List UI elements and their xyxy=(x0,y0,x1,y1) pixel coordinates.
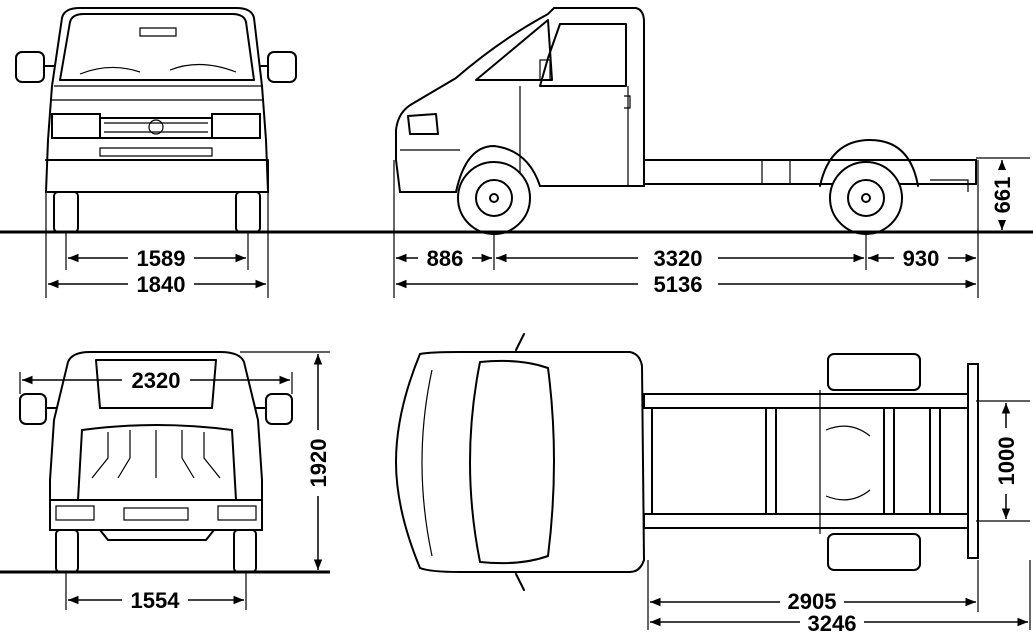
rear-right-mirror xyxy=(265,393,293,425)
side-mirror xyxy=(539,59,551,81)
rear-window xyxy=(95,359,217,409)
dim-rear-track: 1554 xyxy=(131,588,181,613)
left-mirror xyxy=(15,51,45,83)
rear-left-light xyxy=(55,505,95,521)
rear-right-light xyxy=(217,505,257,521)
side-view xyxy=(395,7,977,235)
dimension-labels: 1589 1840 886 3320 930 5136 661 2320 192… xyxy=(122,170,1020,636)
frame-rail-lower xyxy=(643,513,975,529)
side-headlight xyxy=(407,113,439,135)
rear-left-wheel xyxy=(55,529,79,573)
rear-left-mirror xyxy=(19,393,47,425)
dim-cab-to-end: 3246 xyxy=(808,611,857,636)
front-view xyxy=(15,7,297,233)
dim-front-width: 1840 xyxy=(137,272,186,297)
windshield-top xyxy=(469,359,555,565)
front-wheel-side xyxy=(457,161,531,235)
rear-crossmember xyxy=(967,363,979,559)
left-headlight xyxy=(51,113,101,139)
dim-frame-length: 2905 xyxy=(788,589,837,614)
dim-frame-width: 1000 xyxy=(994,437,1019,486)
rear-wheel-side xyxy=(829,161,903,235)
cab-roof xyxy=(394,351,646,573)
dim-front-overhang: 886 xyxy=(427,246,464,271)
license-plate xyxy=(123,507,189,521)
dim-overall-length: 5136 xyxy=(654,272,703,297)
right-mirror xyxy=(267,51,297,83)
dim-mirror-width: 2320 xyxy=(132,368,181,393)
front-right-wheel xyxy=(235,191,261,233)
dim-rear-overhang: 930 xyxy=(903,246,940,271)
rear-wheel-top-right xyxy=(827,533,921,571)
frame-rail-upper xyxy=(643,393,975,409)
rear-view xyxy=(19,351,293,573)
chassis-frame-side xyxy=(643,159,977,185)
top-view xyxy=(394,333,979,591)
rear-wheel-top-left xyxy=(827,353,921,391)
door-window xyxy=(539,23,627,87)
rear-right-wheel xyxy=(233,529,257,573)
front-bumper xyxy=(45,159,269,193)
rear-fender xyxy=(819,139,919,187)
front-left-wheel xyxy=(53,191,79,233)
dim-wheelbase: 3320 xyxy=(654,246,703,271)
vw-logo-icon xyxy=(148,119,164,135)
dim-frame-height: 661 xyxy=(990,177,1015,214)
dim-overall-height: 1920 xyxy=(306,439,331,488)
right-headlight xyxy=(211,113,261,139)
grille xyxy=(99,117,213,139)
dim-front-track: 1589 xyxy=(137,246,186,271)
rear-bumper xyxy=(49,499,263,531)
windshield xyxy=(59,13,255,81)
